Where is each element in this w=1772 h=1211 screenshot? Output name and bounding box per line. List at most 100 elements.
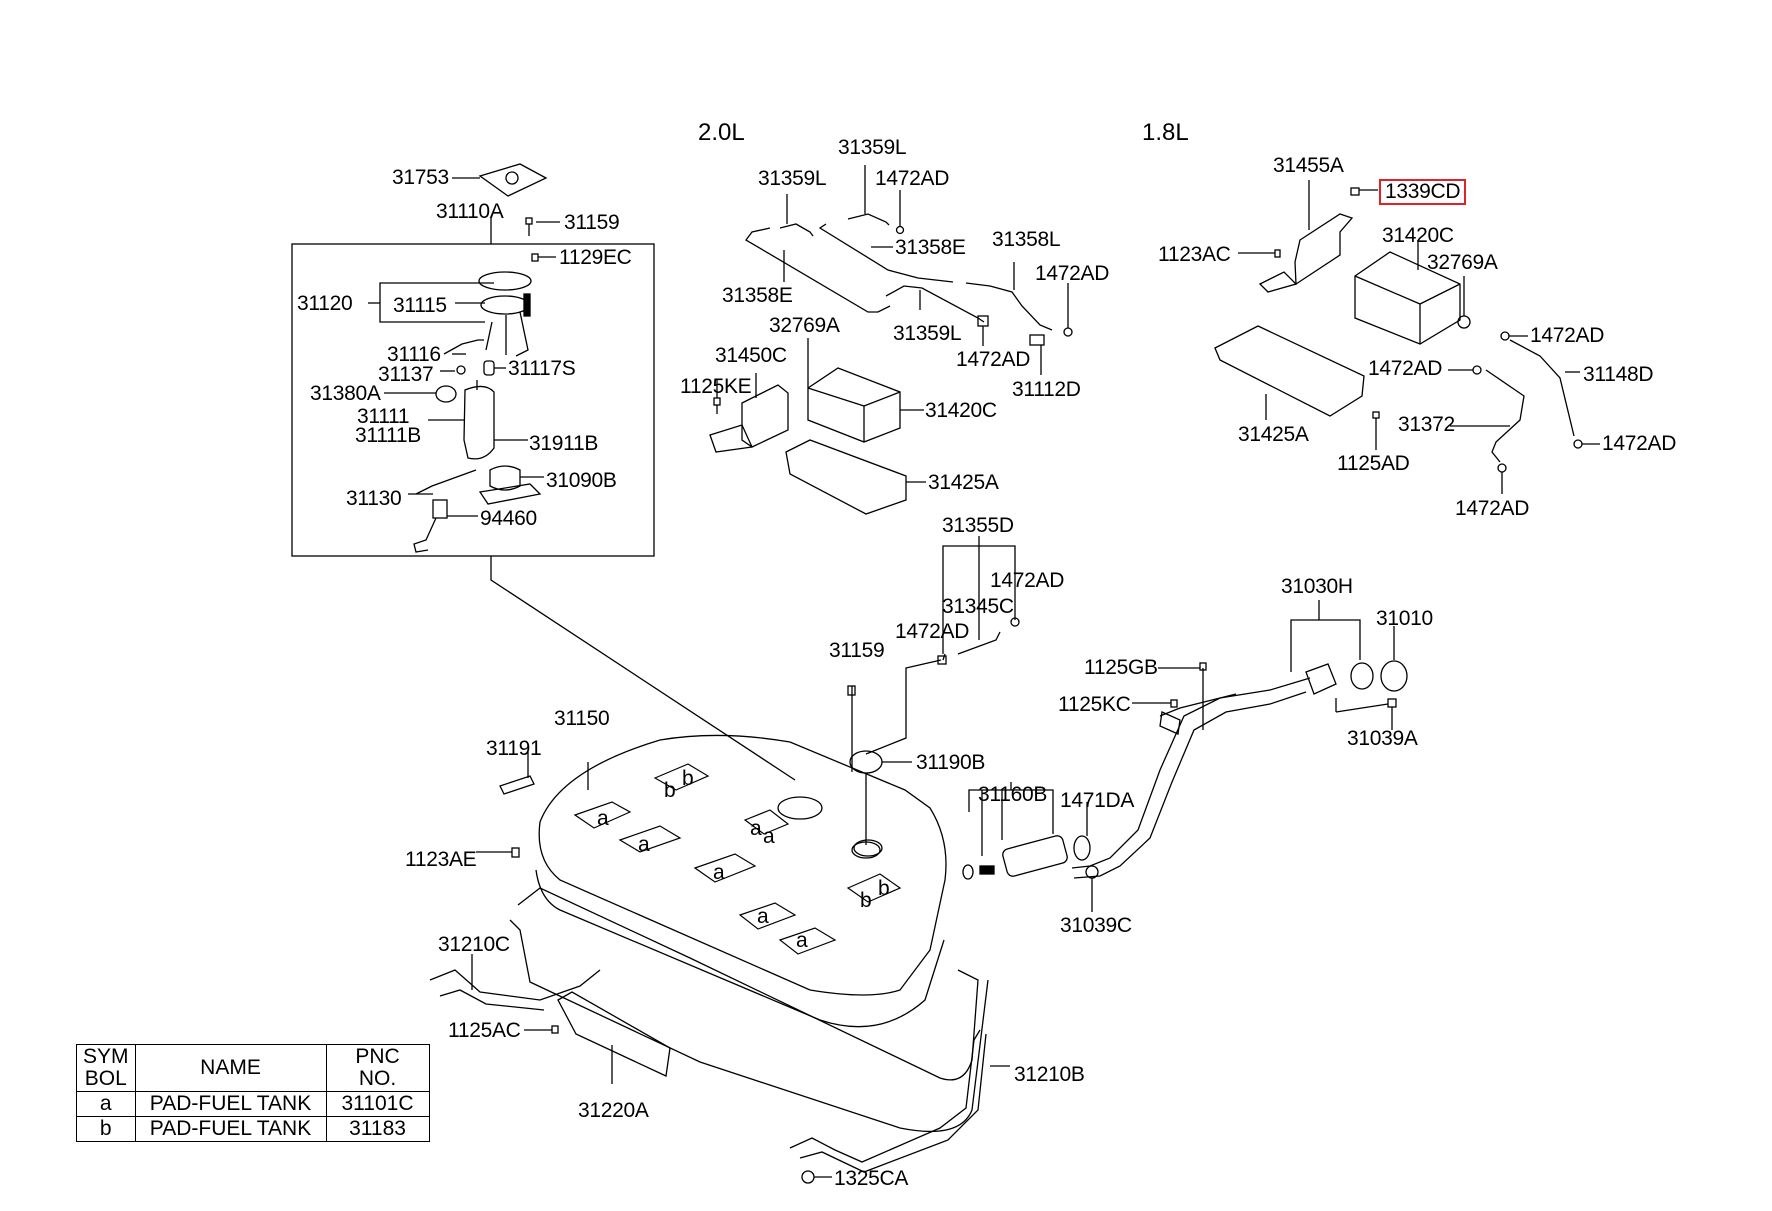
part-label[interactable]: 1129EC bbox=[559, 246, 632, 269]
part-label[interactable]: 94460 bbox=[480, 507, 537, 530]
part-label[interactable]: 31159 bbox=[564, 211, 620, 234]
pad-mark-b: b bbox=[664, 779, 676, 802]
part-label[interactable]: 31420C bbox=[925, 399, 997, 422]
part-label[interactable]: 31159 bbox=[829, 639, 885, 662]
part-label[interactable]: 32769A bbox=[1427, 251, 1498, 274]
part-label[interactable]: 31190B bbox=[916, 751, 986, 774]
part-label[interactable]: 1472AD bbox=[895, 620, 970, 643]
part-label[interactable]: 31030H bbox=[1281, 575, 1353, 598]
part-label[interactable]: 31359L bbox=[758, 167, 827, 190]
pad-mark-a: a bbox=[638, 833, 650, 856]
canister-tray-2-0l bbox=[785, 439, 907, 515]
filler-neck-group bbox=[962, 600, 1408, 912]
part-label[interactable]: 31090B bbox=[546, 469, 617, 492]
pad-mark-b: b bbox=[878, 877, 890, 900]
part-label[interactable]: 1325CA bbox=[834, 1167, 909, 1190]
part-label[interactable]: 31359L bbox=[838, 136, 907, 159]
part-label[interactable]: 31420C bbox=[1382, 224, 1454, 247]
pad-mark-a: a bbox=[796, 929, 808, 952]
part-label[interactable]: 31111 bbox=[357, 405, 410, 428]
tank-guard-31220A bbox=[557, 991, 671, 1077]
part-label[interactable]: 1472AD bbox=[1035, 262, 1110, 285]
part-label[interactable]: 31010 bbox=[1376, 607, 1433, 630]
vapor-pipe-31358E-left bbox=[745, 227, 891, 313]
tank-strap-31210B bbox=[789, 1029, 981, 1163]
legend-row: b PAD-FUEL TANK 31183 bbox=[76, 1116, 430, 1142]
part-label[interactable]: 31210B bbox=[1014, 1063, 1085, 1086]
canister-bracket-31455A bbox=[1294, 213, 1354, 286]
fuel-tank-body bbox=[538, 734, 947, 996]
part-label[interactable]: 31116 bbox=[387, 343, 441, 366]
part-label[interactable]: 1125GB bbox=[1084, 656, 1158, 679]
part-label[interactable]: 31120 bbox=[297, 292, 353, 315]
rollover-valve-group bbox=[847, 536, 1020, 859]
fuel-tank-group bbox=[429, 734, 1010, 1184]
part-label[interactable]: 31359L bbox=[893, 322, 962, 345]
part-label[interactable]: 1472AD bbox=[1455, 497, 1530, 520]
part-label[interactable]: 31111B bbox=[355, 424, 421, 447]
part-label[interactable]: 31358E bbox=[722, 284, 793, 307]
part-label[interactable]: 31148D bbox=[1583, 363, 1654, 386]
pad-mark-b: b bbox=[860, 889, 872, 912]
part-label[interactable]: 31117S bbox=[508, 357, 576, 380]
part-label[interactable]: 1123AE bbox=[405, 848, 477, 871]
part-label[interactable]: 1472AD bbox=[1602, 432, 1677, 455]
part-label[interactable]: 31450C bbox=[715, 344, 787, 367]
part-label[interactable]: 31150 bbox=[554, 707, 610, 730]
part-label[interactable]: 31355D bbox=[942, 514, 1014, 537]
part-label[interactable]: 31160B bbox=[978, 783, 1048, 806]
bolt-icon bbox=[525, 217, 533, 236]
part-label[interactable]: 31753 bbox=[392, 166, 449, 189]
part-label[interactable]: 31358L bbox=[992, 228, 1061, 251]
part-label[interactable]: 1472AD bbox=[956, 348, 1031, 371]
part-label[interactable]: 31112D bbox=[1012, 378, 1081, 401]
charcoal-canister-2-0l bbox=[807, 367, 901, 443]
part-label-highlighted[interactable]: 1339CD bbox=[1379, 179, 1467, 205]
canister-1-8l-group bbox=[1214, 180, 1600, 494]
pad-mark-a: a bbox=[763, 825, 775, 848]
fuel-pump-module-group bbox=[291, 163, 796, 781]
charcoal-canister-1-8l bbox=[1354, 251, 1461, 345]
header-name: NAME bbox=[134, 1044, 327, 1092]
part-label[interactable]: 1125AD bbox=[1337, 452, 1410, 475]
part-label[interactable]: 31039C bbox=[1060, 914, 1132, 937]
part-label[interactable]: 1472AD bbox=[1530, 324, 1605, 347]
section-header-2-0l: 2.0L bbox=[698, 119, 745, 146]
part-label[interactable]: 31115 bbox=[393, 294, 447, 317]
part-label[interactable]: 31345C bbox=[942, 595, 1014, 618]
part-label[interactable]: 31425A bbox=[928, 471, 999, 494]
part-label[interactable]: 31425A bbox=[1238, 423, 1309, 446]
legend-pnc[interactable]: 31101C bbox=[325, 1091, 430, 1117]
part-label[interactable]: 31039A bbox=[1347, 727, 1418, 750]
part-label[interactable]: 1471DA bbox=[1060, 789, 1135, 812]
part-label[interactable]: 31210C bbox=[438, 933, 510, 956]
legend-pnc[interactable]: 31183 bbox=[325, 1116, 430, 1142]
part-label[interactable]: 31455A bbox=[1273, 154, 1344, 177]
part-label[interactable]: 1472AD bbox=[990, 569, 1065, 592]
part-label[interactable]: 1125AC bbox=[448, 1019, 521, 1042]
canister-2-0l-group bbox=[709, 165, 1073, 515]
legend-symbol: a bbox=[76, 1091, 136, 1117]
part-label[interactable]: 31911B bbox=[529, 432, 599, 455]
part-label[interactable]: 31358E bbox=[895, 236, 966, 259]
part-label[interactable]: 31220A bbox=[578, 1099, 649, 1122]
part-label[interactable]: 31110A bbox=[436, 200, 504, 223]
tank-pads bbox=[573, 763, 902, 955]
part-label[interactable]: 1472AD bbox=[875, 167, 950, 190]
part-label[interactable]: 31130 bbox=[346, 487, 402, 510]
part-label[interactable]: 1472AD bbox=[1368, 357, 1443, 380]
part-label[interactable]: 32769A bbox=[769, 314, 840, 337]
part-label[interactable]: 31137 bbox=[378, 363, 434, 386]
part-label[interactable]: 1125KC bbox=[1058, 693, 1131, 716]
pad-mark-a: a bbox=[750, 817, 762, 840]
filler-pipe bbox=[1071, 677, 1311, 869]
part-label[interactable]: 31191 bbox=[486, 737, 542, 760]
part-label[interactable]: 31372 bbox=[1398, 413, 1455, 436]
part-label[interactable]: 31380A bbox=[310, 382, 381, 405]
part-label[interactable]: 1125KE bbox=[680, 375, 752, 398]
part-label[interactable]: 1123AC bbox=[1158, 243, 1231, 266]
